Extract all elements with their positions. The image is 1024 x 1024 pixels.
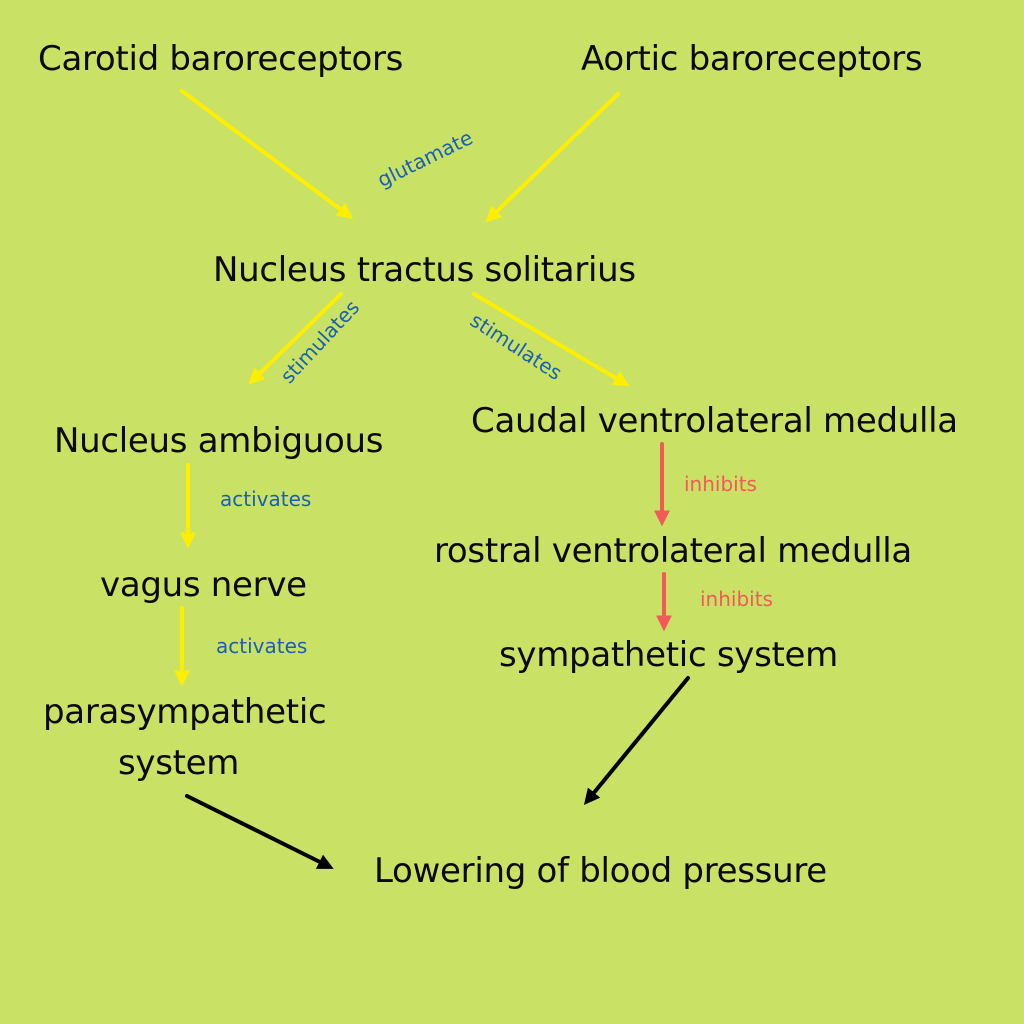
node-nucleus-tractus-solitarius: Nucleus tractus solitarius [213,250,636,290]
arrow-sympathetic-to-outcome [583,676,690,805]
node-caudal-ventrolateral-medulla: Caudal ventrolateral medulla [471,401,958,441]
node-sympathetic-system: sympathetic system [499,635,838,675]
edge-label-activates-2: activates [216,634,308,658]
node-vagus-nerve: vagus nerve [100,565,307,605]
node-parasympathetic-line1: parasympathetic [43,692,327,732]
node-lowering-of-blood-pressure: Lowering of blood pressure [374,851,827,891]
arrow-nts-to-cvlm [472,292,630,387]
node-rostral-ventrolateral-medulla: rostral ventrolateral medulla [434,531,912,571]
arrow-nts-to-ambiguous [248,292,343,385]
arrow-aortic-to-nts [485,92,620,223]
node-nucleus-ambiguous: Nucleus ambiguous [54,421,384,461]
edge-label-inhibits-2: inhibits [700,587,773,611]
node-parasympathetic-line2: system [118,743,240,783]
edge-label-inhibits-1: inhibits [684,472,757,496]
node-aortic-baroreceptors: Aortic baroreceptors [581,39,923,79]
arrow-parasympathetic-to-outcome [185,794,334,869]
edge-label-activates-1: activates [220,487,312,511]
node-carotid-baroreceptors: Carotid baroreceptors [38,39,404,79]
arrow-carotid-to-nts [180,89,354,219]
